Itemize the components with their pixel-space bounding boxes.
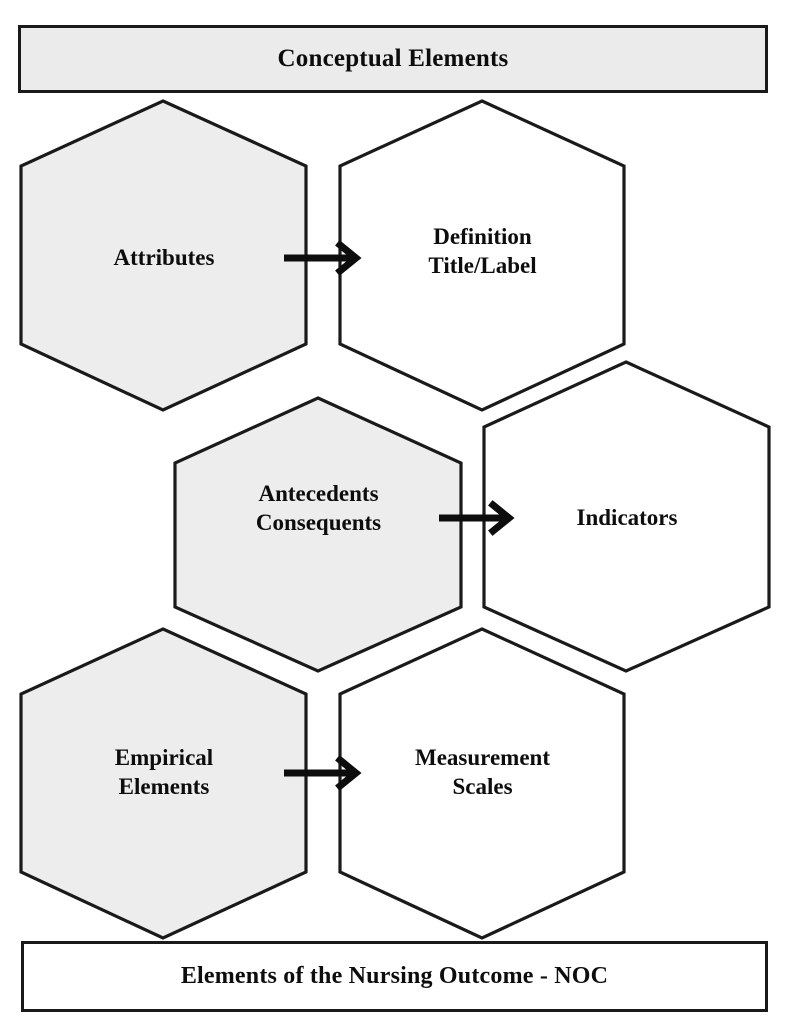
nursing-outcome-band: Elements of the Nursing Outcome - NOC — [21, 941, 768, 1012]
hexagon-indicators — [482, 360, 771, 673]
node-measurement-scales[interactable] — [340, 629, 625, 939]
arrow-antecedents-to-indicators-icon — [439, 500, 515, 536]
hexagon-attributes — [19, 99, 308, 412]
conceptual-elements-label: Conceptual Elements — [277, 45, 509, 73]
nursing-outcome-label: Elements of the Nursing Outcome - NOC — [180, 963, 609, 990]
hexagon-antecedents-consequents — [173, 396, 463, 673]
hexagon-measurement-scales — [338, 627, 626, 940]
hexagon-empirical-elements — [19, 627, 308, 940]
arrow-empirical-to-measurement-icon — [284, 755, 362, 791]
node-empirical-elements[interactable] — [21, 629, 307, 939]
hexagon-definition-title-label — [338, 99, 626, 412]
node-attributes[interactable] — [21, 101, 307, 411]
arrow-attributes-to-definition-icon — [284, 240, 362, 276]
node-indicators[interactable] — [484, 362, 770, 672]
conceptual-elements-band: Conceptual Elements — [18, 25, 768, 93]
